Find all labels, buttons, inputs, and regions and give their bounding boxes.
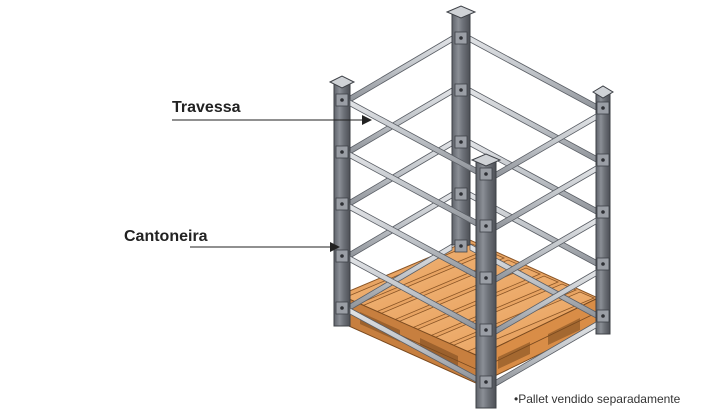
back-post (445, 5, 477, 246)
bolt-3-0 (484, 172, 488, 176)
bolt-2-4 (601, 314, 605, 318)
travessa-arrowhead (362, 115, 372, 125)
cantoneira-callout (190, 242, 340, 252)
cantoneira-label: Cantoneira (124, 228, 208, 245)
bolt-2-0 (601, 106, 605, 110)
travessa-callout (172, 115, 372, 125)
bolt-0-1 (340, 150, 344, 154)
bolt-1-3 (459, 192, 463, 196)
bolt-2-3 (601, 262, 605, 266)
bolt-1-0 (459, 36, 463, 40)
bolt-1-4 (459, 244, 463, 248)
bolt-3-3 (484, 328, 488, 332)
front-crossbars (349, 99, 597, 387)
crossbar-front-right-0 (495, 113, 597, 179)
post-brackets (335, 31, 610, 389)
pallet-sold-separately-note: •Pallet vendido separadamente (514, 392, 681, 406)
back-crossbars (349, 35, 597, 319)
bolt-1-1 (459, 88, 463, 92)
wooden-pallet (338, 239, 600, 385)
bolt-0-3 (340, 254, 344, 258)
bolt-2-2 (601, 210, 605, 214)
travessa-label: Travessa (172, 99, 241, 116)
bolt-3-2 (484, 276, 488, 280)
bolt-0-4 (340, 306, 344, 310)
crossbar-front-right-1 (495, 165, 597, 231)
bolt-2-1 (601, 158, 605, 162)
crossbar-back-left-0 (349, 35, 453, 103)
bolt-1-2 (459, 140, 463, 144)
bolt-0-0 (340, 98, 344, 102)
bolt-0-2 (340, 202, 344, 206)
bolt-3-1 (484, 224, 488, 228)
bolt-3-4 (484, 380, 488, 384)
crossbar-front-right-2 (495, 217, 597, 283)
cantoneira-arrowhead (330, 242, 340, 252)
